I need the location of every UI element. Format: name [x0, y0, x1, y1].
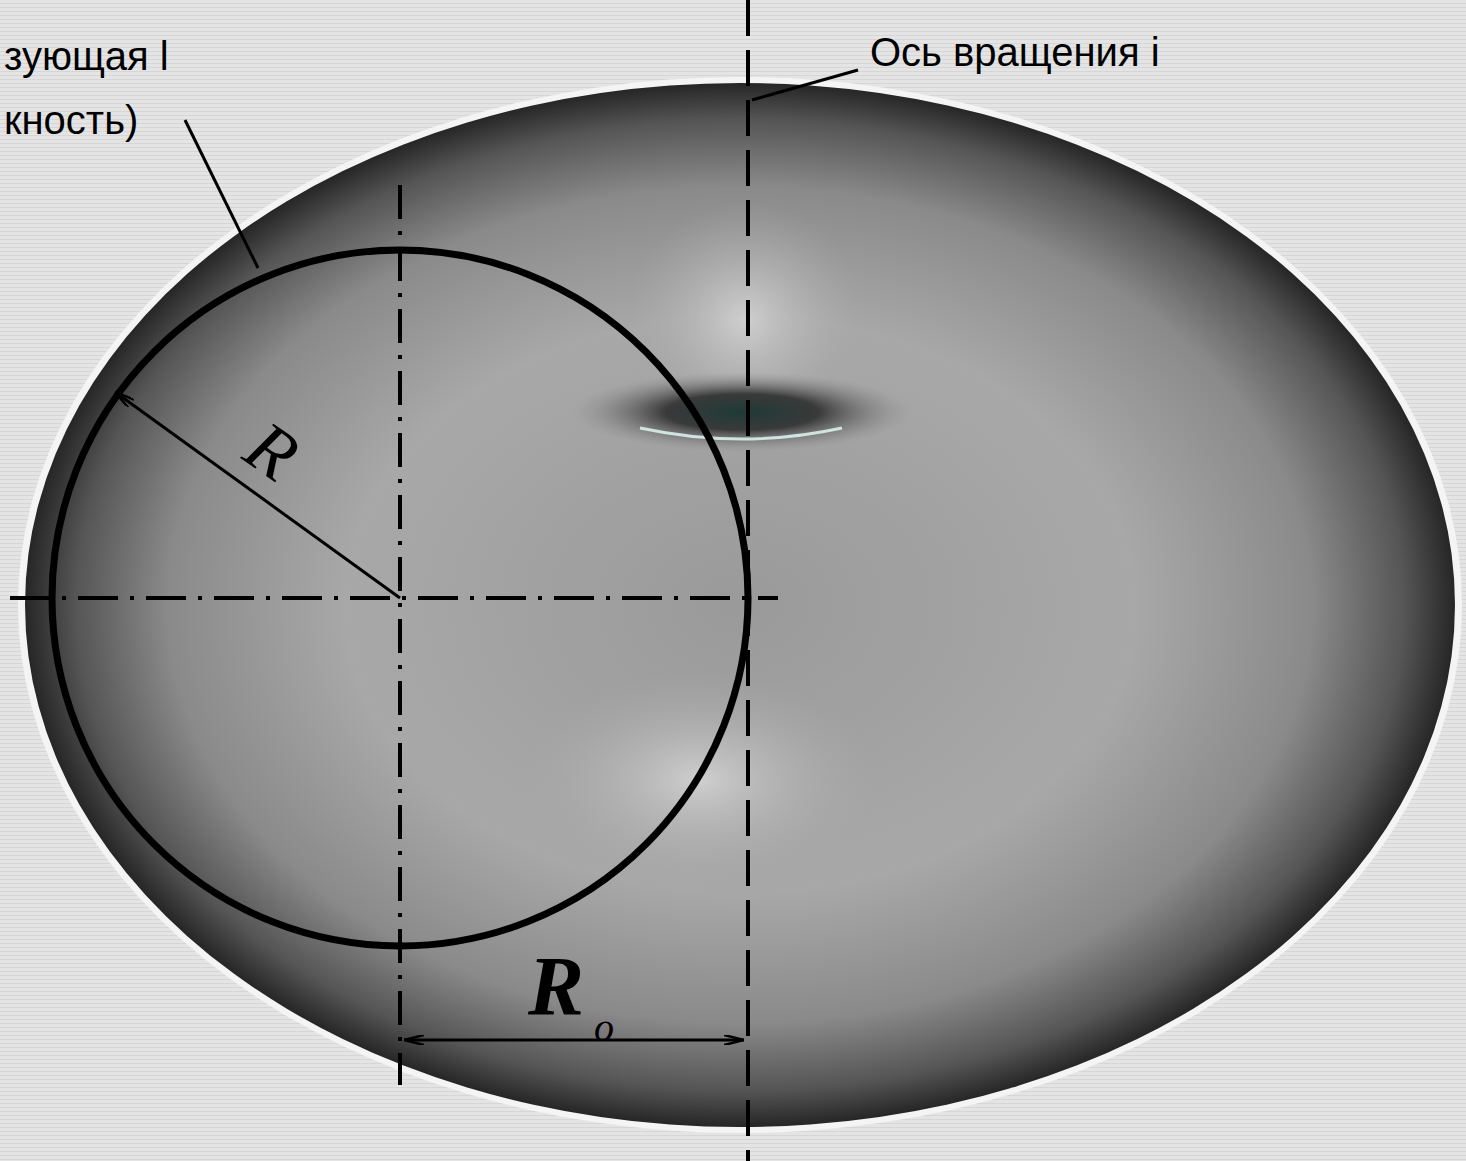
radius-arrow	[115, 392, 400, 598]
part-label: зующая l	[4, 36, 169, 76]
dimension-label: R	[233, 409, 310, 493]
torus-halo	[18, 77, 1462, 1133]
centre-line	[398, 185, 402, 1085]
dimension-subscript: o	[594, 1008, 614, 1048]
leader-line	[185, 120, 258, 268]
torus-body	[25, 83, 1455, 1127]
leader-line	[752, 70, 858, 100]
dimension-line	[404, 1039, 744, 1042]
generating-circle	[52, 250, 748, 946]
centre-line	[10, 596, 778, 600]
dimension-label: R	[528, 945, 584, 1029]
torus-hole	[572, 372, 912, 452]
part-label: Ось вращения i	[870, 32, 1160, 72]
part-label: кность)	[4, 100, 138, 140]
torus-hole-rim	[640, 428, 842, 439]
